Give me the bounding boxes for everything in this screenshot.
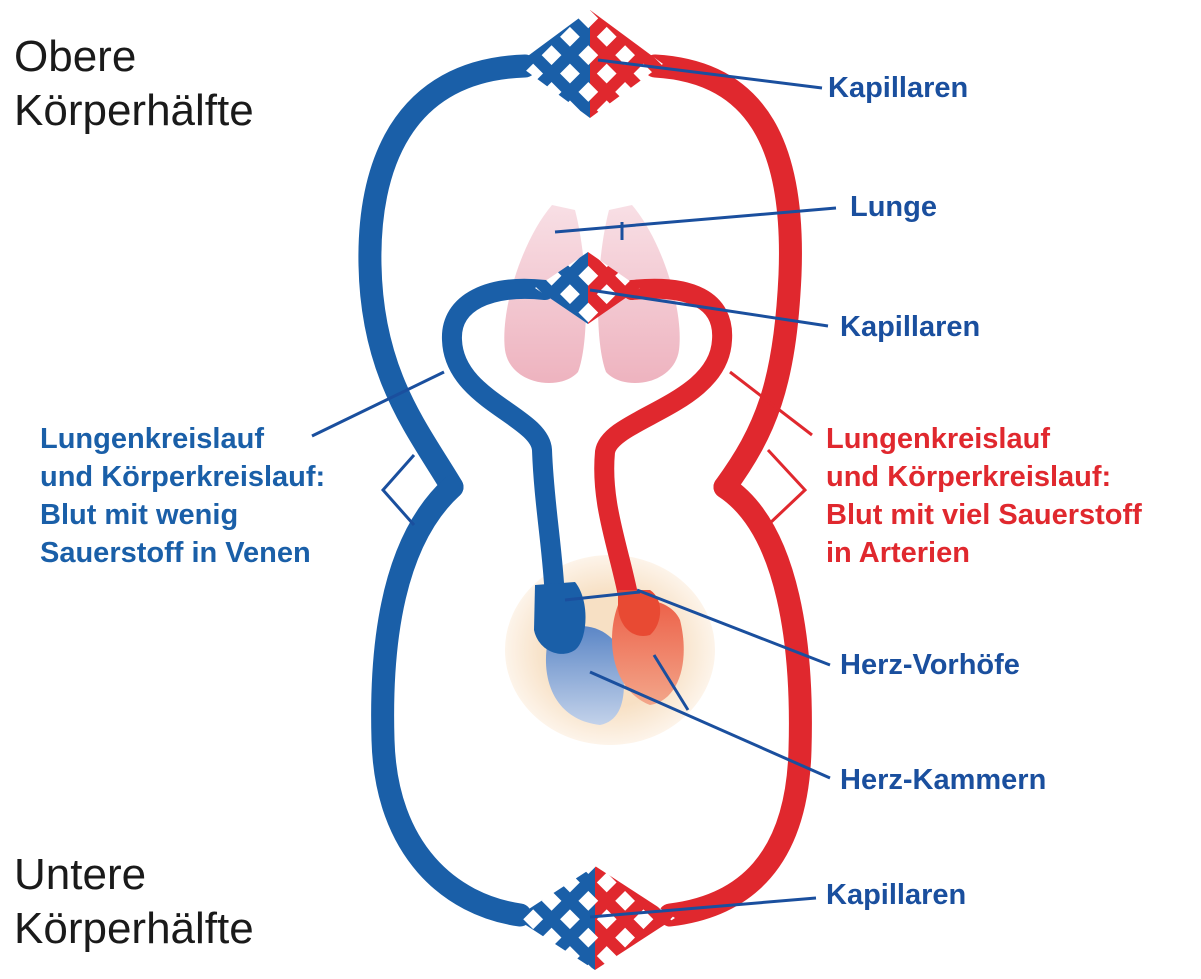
lunge-label: Lunge [850, 190, 937, 224]
arterial-note: Lungenkreislauf und Körperkreislauf: Blu… [826, 420, 1142, 572]
arterial-note-line2: und Körperkreislauf: [826, 458, 1142, 496]
lower-body-label-line2: Körperhälfte [14, 902, 254, 956]
kapillaren-top-label: Kapillaren [828, 71, 968, 105]
artery-upper [655, 66, 790, 487]
atrium-right-blue [534, 582, 586, 654]
kapillaren-bottom-label: Kapillaren [826, 878, 966, 912]
upper-body-label-line2: Körperhälfte [14, 84, 254, 138]
callout-bracket-arterial [768, 450, 805, 525]
lower-body-label: Untere Körperhälfte [14, 848, 254, 956]
vein-upper [370, 66, 525, 487]
venous-note: Lungenkreislauf und Körperkreislauf: Blu… [40, 420, 325, 572]
arterial-note-line3: Blut mit viel Sauerstoff [826, 496, 1142, 534]
herz-vorhoefe-label: Herz-Vorhöfe [840, 648, 1020, 682]
upper-body-label-line1: Obere [14, 30, 254, 84]
arterial-note-line1: Lungenkreislauf [826, 420, 1142, 458]
callout-bracket-venous [383, 455, 414, 525]
venous-note-line2: und Körperkreislauf: [40, 458, 325, 496]
kapillaren-lung-label: Kapillaren [840, 310, 980, 344]
lower-body-label-line1: Untere [14, 848, 254, 902]
upper-body-label: Obere Körperhälfte [14, 30, 254, 138]
arterial-note-line4: in Arterien [826, 534, 1142, 572]
venous-note-line3: Blut mit wenig [40, 496, 325, 534]
venous-note-line1: Lungenkreislauf [40, 420, 325, 458]
vein-lower [383, 487, 520, 915]
systemic-circulation [370, 66, 800, 915]
herz-kammern-label: Herz-Kammern [840, 763, 1046, 797]
venous-note-line4: Sauerstoff in Venen [40, 534, 325, 572]
